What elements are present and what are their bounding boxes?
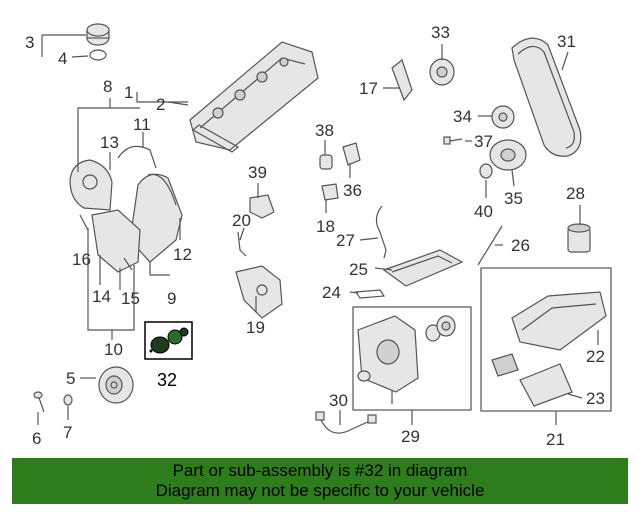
callout-20: 20 xyxy=(232,211,251,230)
bracket-sensor-part xyxy=(235,194,283,319)
callout-40: 40 xyxy=(474,202,493,221)
callout-22: 22 xyxy=(586,347,605,366)
callout-4: 4 xyxy=(58,49,67,68)
callout-10: 10 xyxy=(104,340,123,359)
callout-15: 15 xyxy=(121,289,140,308)
crank-pulley-part xyxy=(33,366,134,413)
callout-23: 23 xyxy=(586,389,605,408)
callout-29: 29 xyxy=(401,427,420,446)
callout-33: 33 xyxy=(431,23,450,42)
dipstick-part xyxy=(477,225,503,266)
callout-37: 37 xyxy=(474,132,493,151)
timing-belt-part xyxy=(511,37,582,157)
callout-30: 30 xyxy=(329,391,348,410)
callout-1: 1 xyxy=(124,83,133,102)
callout-38: 38 xyxy=(315,121,334,140)
bolt-part xyxy=(443,136,463,145)
callout-35: 35 xyxy=(504,189,523,208)
callout-8: 8 xyxy=(103,77,112,96)
callout-17: 17 xyxy=(359,79,378,98)
callout-26: 26 xyxy=(511,236,530,255)
callout-3: 3 xyxy=(25,33,34,52)
callout-18: 18 xyxy=(316,217,335,236)
callout-13: 13 xyxy=(100,133,119,152)
leader-lines xyxy=(37,34,599,425)
camshaft-sprocket-part xyxy=(429,58,455,86)
callout-numbers: 1 2 3 4 5 6 7 8 9 10 11 12 13 14 15 16 1… xyxy=(25,23,605,449)
valve-cover-part xyxy=(189,41,319,153)
callout-19: 19 xyxy=(246,318,265,337)
callout-34: 34 xyxy=(453,107,472,126)
callout-21: 21 xyxy=(546,430,565,449)
callout-6: 6 xyxy=(32,429,41,448)
callout-32: 32 xyxy=(157,370,177,390)
callout-14: 14 xyxy=(92,287,111,306)
callout-12: 12 xyxy=(173,245,192,264)
callout-31: 31 xyxy=(557,32,576,51)
oil-pan-group-part xyxy=(480,267,612,412)
callout-11: 11 xyxy=(133,115,151,134)
sensor-harness-part xyxy=(315,411,377,434)
gasket-strip-part xyxy=(354,289,386,299)
belt-guide-part xyxy=(391,58,413,102)
banner-line-disclaimer: Diagram may not be specific to your vehi… xyxy=(155,481,485,500)
parts-diagram: 1 2 3 4 5 6 7 8 9 10 11 12 13 14 15 16 1… xyxy=(25,23,612,449)
callout-25: 25 xyxy=(349,260,368,279)
callout-27: 27 xyxy=(336,231,355,250)
timing-cover-lower-part xyxy=(79,209,141,273)
oil-filter-part xyxy=(567,223,591,253)
callout-9: 9 xyxy=(167,289,176,308)
callout-39: 39 xyxy=(248,163,267,182)
callout-16: 16 xyxy=(72,250,91,269)
timing-cover-upper-part xyxy=(69,159,113,211)
oil-pump-group-part xyxy=(352,306,472,411)
part-32-oil-pump-rotor xyxy=(144,321,193,360)
callout-28: 28 xyxy=(566,184,585,203)
timing-cover-side-part xyxy=(117,145,183,263)
part-info-banner: Part or sub-assembly is #32 in diagram D… xyxy=(12,458,628,504)
idler-pulley-part xyxy=(491,105,515,129)
water-pump-part xyxy=(479,139,527,179)
callout-24: 24 xyxy=(322,283,341,302)
callout-7: 7 xyxy=(63,423,72,442)
baffle-plate-part xyxy=(382,249,464,287)
callout-5: 5 xyxy=(66,369,75,388)
callout-36: 36 xyxy=(343,181,362,200)
oil-cap-part xyxy=(86,23,110,61)
banner-line-part-number: Part or sub-assembly is #32 in diagram xyxy=(172,461,468,480)
dipstick-tube-part xyxy=(375,205,387,259)
sensors-part xyxy=(319,142,361,201)
callout-2: 2 xyxy=(156,95,165,114)
